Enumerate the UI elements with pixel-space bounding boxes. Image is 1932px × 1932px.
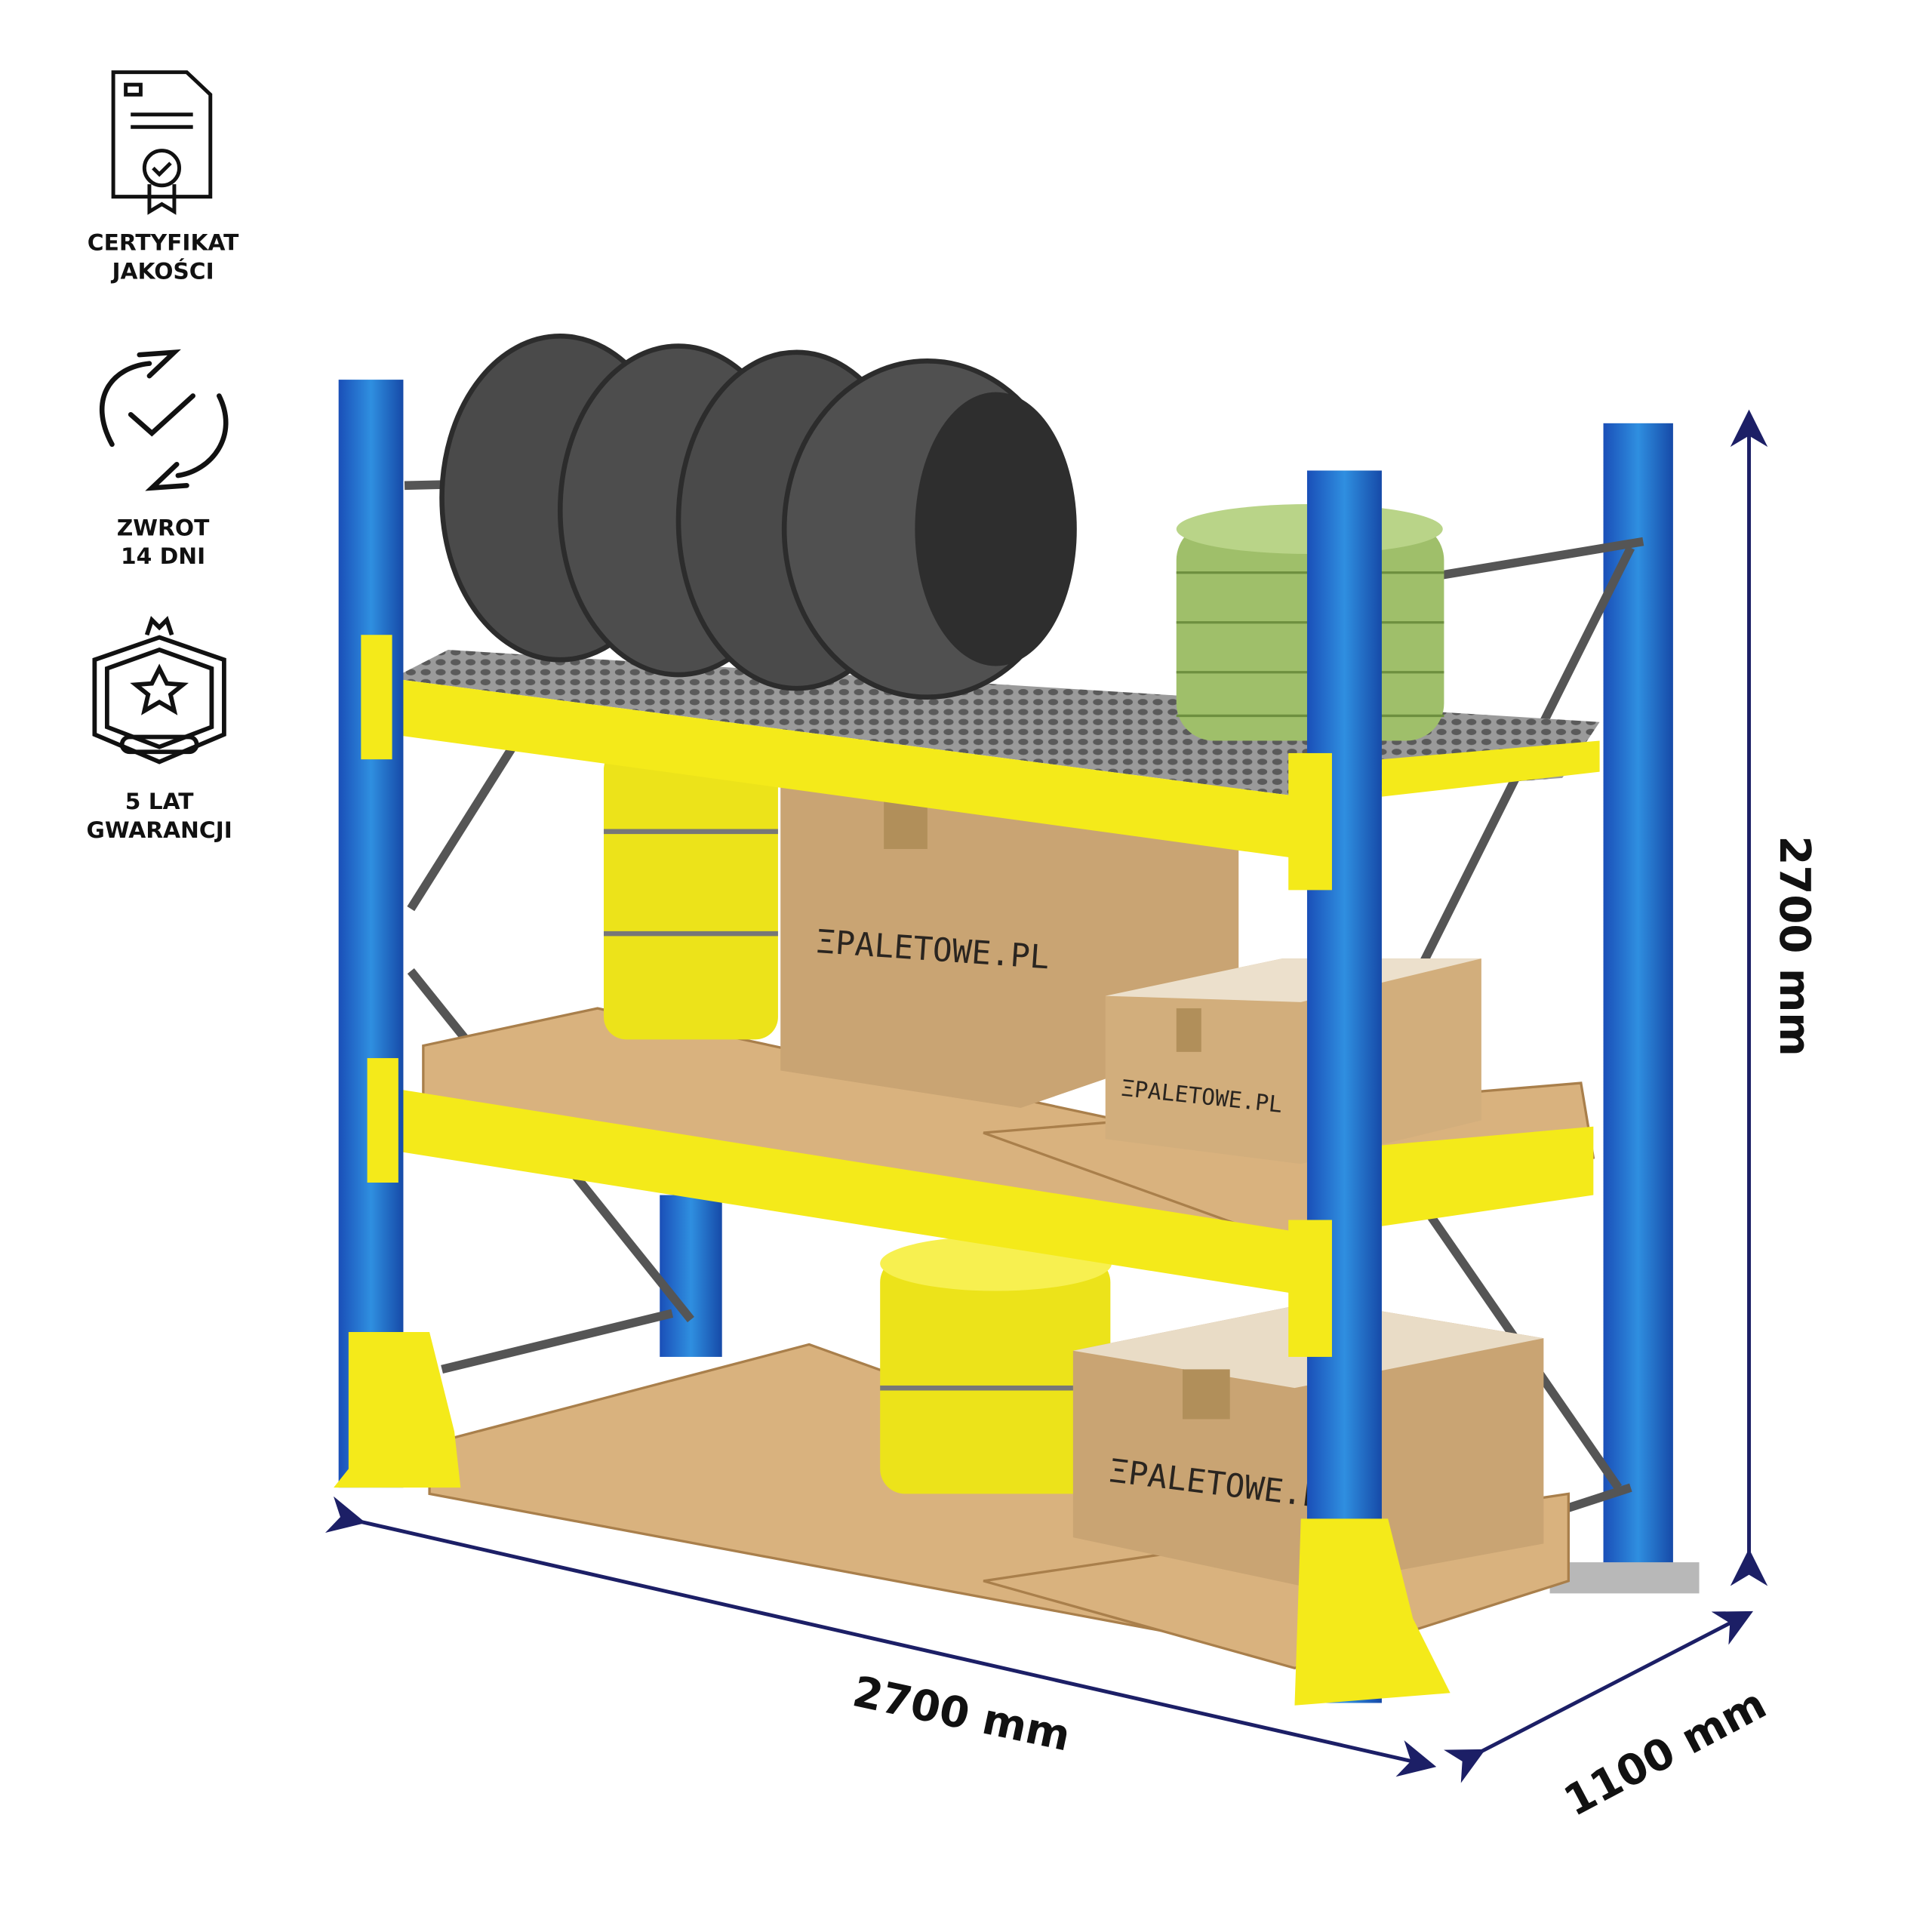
upright-protector-left (334, 1331, 461, 1488)
beam-top-side (1381, 740, 1600, 797)
warranty-badge-icon (92, 616, 226, 764)
upright-front-right (1306, 470, 1382, 1703)
barrel-upper (604, 746, 778, 1040)
feature-return: ZWROT 14 DNI (99, 349, 229, 570)
feature-line2: JAKOŚCI (111, 257, 214, 285)
feature-line1: CERTYFIKAT (88, 230, 239, 257)
dimension-arrows (325, 409, 1768, 1783)
tyres (439, 334, 1077, 700)
beam-middle (398, 1089, 1301, 1295)
box-small: ΞPALETOWE.PL (1105, 958, 1481, 1164)
feature-line1: ZWROT (117, 515, 210, 541)
upright-front-left (338, 380, 404, 1488)
feature-certificate: CERTYFIKAT JAKOŚCI (88, 70, 239, 285)
base-plate (1549, 1562, 1700, 1594)
feature-line1: 5 LAT (125, 789, 195, 815)
return-arrows-icon (99, 349, 229, 491)
certificate-icon (111, 70, 213, 215)
beam-middle-side (1381, 1126, 1594, 1226)
feature-line2: GWARANCJI (86, 817, 232, 844)
depth-arrow (1444, 1611, 1754, 1783)
upright-back-left (660, 1195, 722, 1357)
beam-top (392, 678, 1301, 860)
depth-label: 1100 mm (1556, 1679, 1774, 1826)
width-arrow (325, 1496, 1437, 1777)
width-label: 2700 mm (848, 1667, 1075, 1761)
upright-back-right (1603, 423, 1673, 1581)
feature-line2: 14 DNI (121, 543, 205, 570)
feature-warranty: 5 LAT GWARANCJI (86, 616, 232, 844)
height-label: 2700 mm (1770, 835, 1819, 1056)
